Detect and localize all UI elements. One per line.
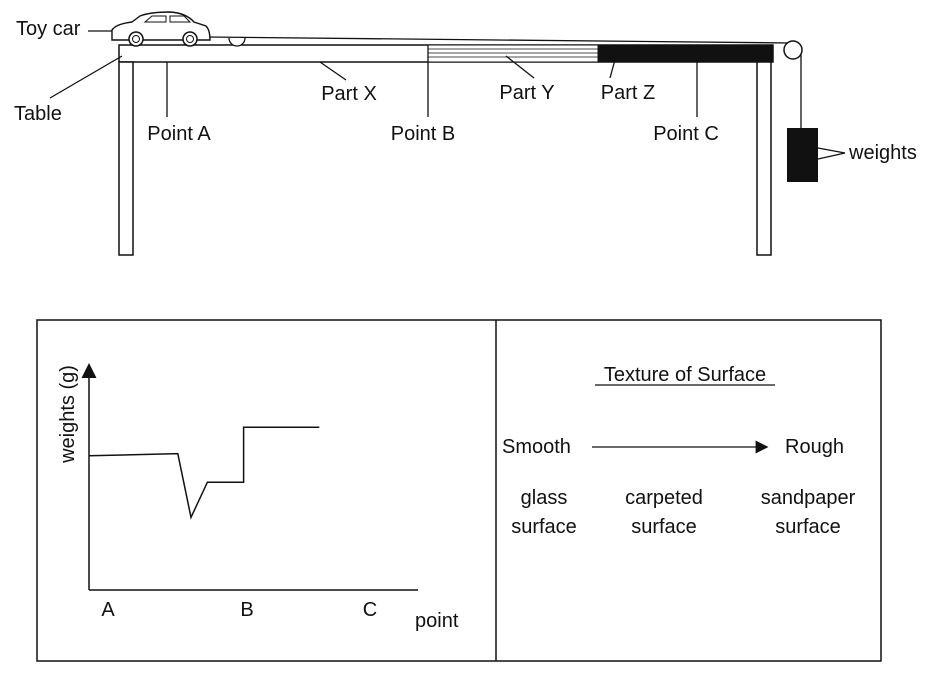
point-b-label: Point B	[391, 123, 455, 145]
surface-sandpaper-line2: surface	[775, 516, 841, 538]
part-z-leader	[609, 55, 617, 79]
table-leg-right	[756, 61, 772, 256]
point-c-label: Point C	[653, 123, 719, 145]
weights-leader-bottom	[817, 152, 846, 160]
toy-car-icon	[111, 11, 211, 47]
rough-label: Rough	[785, 436, 844, 458]
point-a-label: Point A	[147, 123, 211, 145]
surface-glass-line2: surface	[511, 516, 577, 538]
part-x-label: Part X	[321, 83, 377, 105]
part-y-leader	[505, 55, 535, 79]
part-z-surface	[598, 45, 773, 62]
toy-car-label: Toy car	[16, 18, 81, 40]
part-x-leader	[319, 61, 347, 81]
pulley-icon	[783, 40, 803, 60]
graph-panel: weights (g) point A B C	[57, 363, 459, 632]
texture-heading: Texture of Surface	[604, 364, 766, 386]
weights-label: weights	[848, 142, 917, 164]
x-axis-label: point	[415, 610, 459, 632]
tick-label-c: C	[363, 599, 377, 621]
texture-panel: Texture of Surface Smooth Rough glass su…	[502, 364, 856, 538]
surface-glass-line1: glass	[521, 487, 568, 509]
part-y-label: Part Y	[499, 82, 554, 104]
table-label: Table	[14, 103, 62, 125]
y-axis-label: weights (g)	[57, 365, 79, 464]
string	[207, 36, 792, 44]
part-z-label: Part Z	[601, 82, 655, 104]
smooth-label: Smooth	[502, 436, 571, 458]
table-leg-left	[118, 61, 134, 256]
apparatus: Toy car Table Point A Part X Point B Par…	[14, 11, 917, 256]
bottom-panel-frame	[36, 319, 882, 662]
bump-icon	[228, 37, 246, 47]
part-y-surface	[427, 44, 599, 63]
surface-sandpaper-line1: sandpaper	[761, 487, 856, 509]
weights-leader-top	[817, 147, 846, 154]
surface-carpeted-line1: carpeted	[625, 487, 703, 509]
table-leader	[49, 55, 123, 99]
tick-label-a: A	[101, 599, 115, 621]
weights-series-line	[88, 426, 320, 520]
tick-label-b: B	[240, 599, 253, 621]
surface-carpeted-line2: surface	[631, 516, 697, 538]
weights-block	[787, 128, 818, 182]
